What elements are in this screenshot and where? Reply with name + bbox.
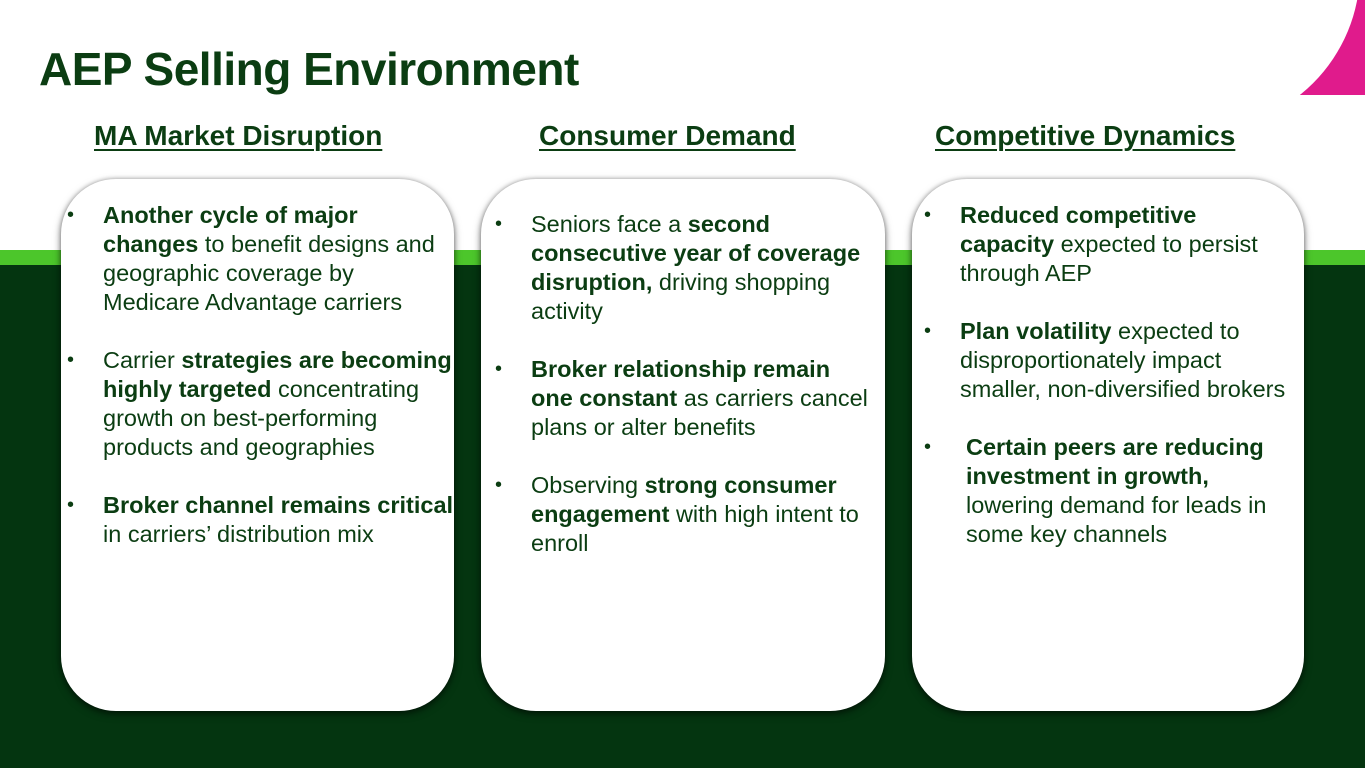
bullet-list: •Seniors face a second consecutive year … <box>481 179 885 558</box>
bullet-icon: • <box>495 213 503 235</box>
bullet-item: •Plan volatility expected to disproporti… <box>924 318 1286 402</box>
card-ma-market-disruption: •Another cycle of major changes to benef… <box>61 179 454 711</box>
bullet-icon: • <box>495 474 503 496</box>
bullet-item: •Another cycle of major changes to benef… <box>67 202 435 315</box>
card-consumer-demand: •Seniors face a second consecutive year … <box>481 179 885 711</box>
bullet-icon: • <box>67 494 75 516</box>
column-heading-ma-market-disruption: MA Market Disruption <box>94 120 383 151</box>
column-heading-competitive-dynamics: Competitive Dynamics <box>935 120 1236 151</box>
bullet-item: •Observing strong consumer engagement wi… <box>495 472 859 556</box>
slide-title: AEP Selling Environment <box>39 43 579 95</box>
bullet-icon: • <box>67 204 75 226</box>
bullet-item: •Seniors face a second consecutive year … <box>495 211 861 324</box>
bullet-item: •Reduced competitive capacity expected t… <box>924 202 1258 286</box>
bullet-item: •Carrier strategies are becoming highly … <box>67 347 452 460</box>
bullet-list: •Another cycle of major changes to benef… <box>61 179 454 549</box>
bullet-icon: • <box>924 204 932 226</box>
bullet-item: •Certain peers are reducing investment i… <box>924 434 1267 547</box>
column-heading-consumer-demand: Consumer Demand <box>539 120 796 151</box>
bullet-list: •Reduced competitive capacity expected t… <box>912 179 1304 549</box>
bullet-icon: • <box>924 436 932 458</box>
bullet-icon: • <box>495 358 503 380</box>
bullet-icon: • <box>67 349 75 371</box>
bullet-item: •Broker channel remains critical in carr… <box>67 492 454 547</box>
magenta-corner-accent <box>1270 0 1365 95</box>
bullet-item: •Broker relationship remain one constant… <box>495 356 868 440</box>
bullet-icon: • <box>924 320 932 342</box>
card-competitive-dynamics: •Reduced competitive capacity expected t… <box>912 179 1304 711</box>
